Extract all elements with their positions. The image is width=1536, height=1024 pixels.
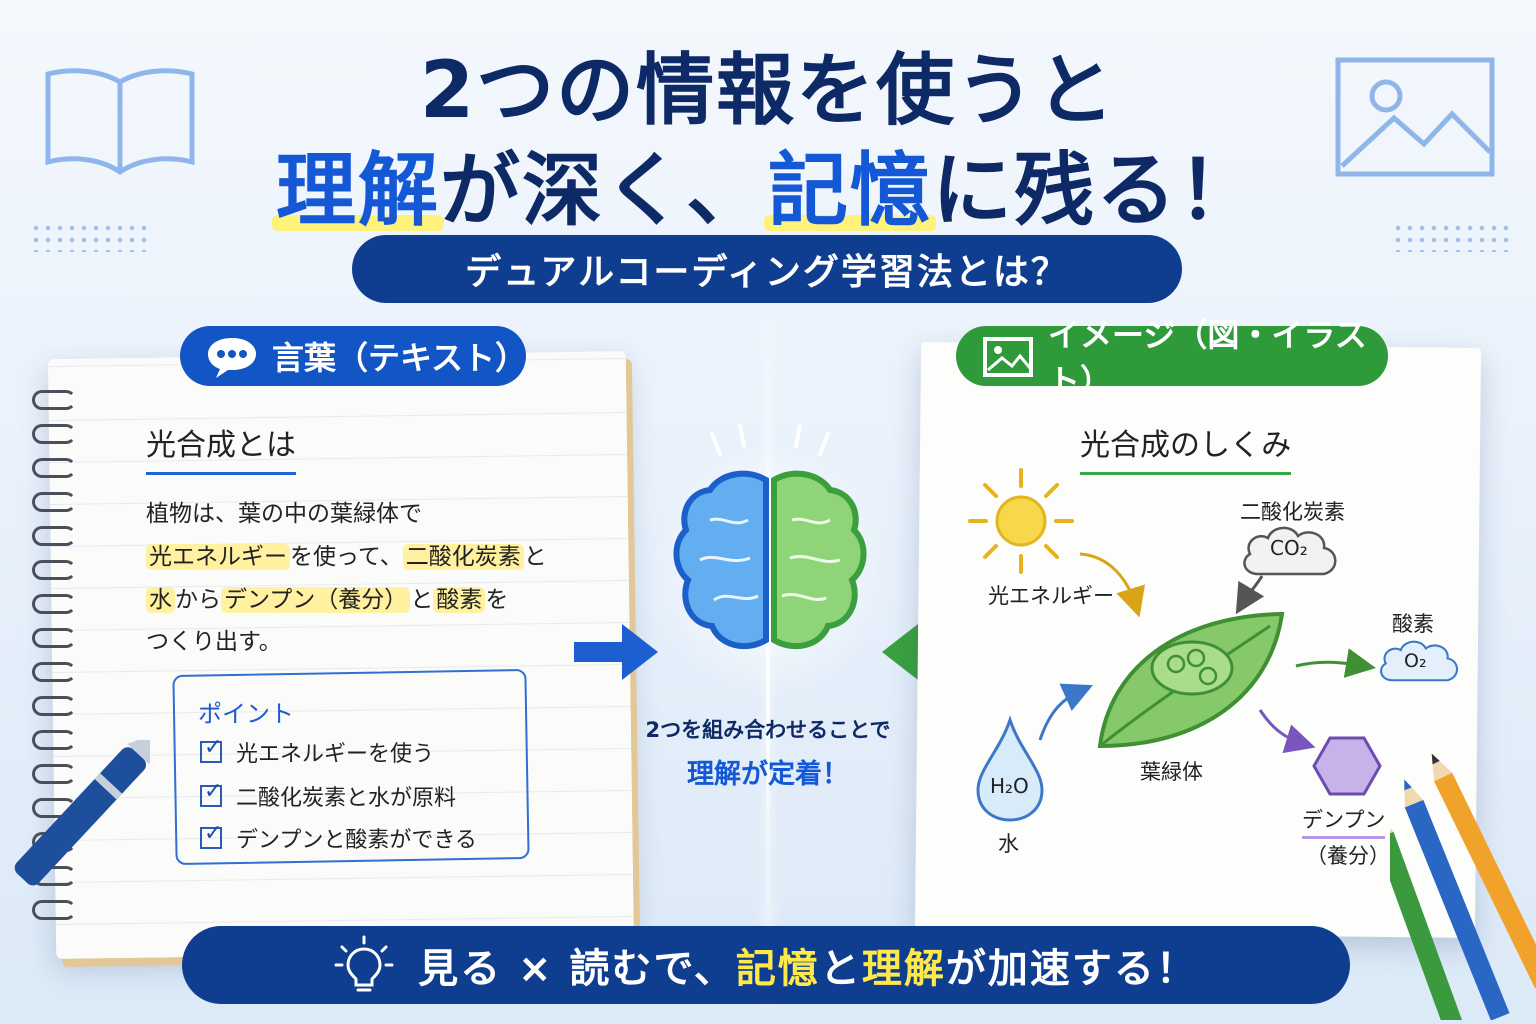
cloud-icon [1243,526,1337,576]
picture-icon [983,337,1033,377]
water-formula: H₂O [990,774,1029,798]
point-item: 光エネルギーを使う [200,735,435,768]
subtitle-banner: デュアルコーディング学習法とは？ [352,235,1182,303]
bottom-text-3: が加速する！ [945,946,1198,992]
text-frag: を使って、 [290,544,403,570]
notebook-spiral [32,380,76,940]
hexagon-icon [1312,736,1382,796]
center-caption: 2つを組み合わせることで [645,718,891,742]
text-line-4: つくり出す。 [146,629,282,655]
sun-icon [968,468,1074,574]
arrow-right-icon [574,624,658,680]
diagram-heading: 光合成のしくみ [1080,420,1292,475]
hl-starch: デンプン（養分） [221,587,411,613]
bottom-banner: 見る × 読むで、 記憶 と 理解 が加速する！ [182,926,1350,1004]
title-highlight-understanding: 理解 [276,144,440,237]
text-line-2: 光エネルギーを使って、二酸化炭素と [146,537,547,571]
chat-icon [208,338,256,378]
text-line-1: 植物は、葉の中の葉緑体で [146,501,422,527]
label-chloroplast: 葉緑体 [1140,760,1203,784]
checkbox-icon [200,779,222,807]
hl-oxygen: 酸素 [433,587,486,613]
point-item: デンプンと酸素ができる [200,821,477,854]
title-end: に残る！ [932,144,1260,237]
bottom-highlight-memory: 記憶 [735,946,820,992]
leaf-icon [1097,611,1285,749]
image-badge-label: イメージ（図・イラスト） [1048,316,1367,400]
text-line-3: 水からデンプン（養分）と酸素を [146,580,508,614]
checkbox-icon [200,735,222,763]
point-text: 二酸化炭素と水が原料 [236,786,457,811]
cloud-icon [1380,640,1459,682]
label-co2: 二酸化炭素 [1240,500,1345,524]
o2-formula: O₂ [1404,650,1427,672]
label-oxygen: 酸素 [1392,612,1434,636]
center-caption-emphasis: 理解が定着！ [687,759,849,790]
text-frag: と [523,544,547,570]
text-badge-label: 言葉（テキスト） [272,339,528,377]
water-drop-icon [976,715,1044,822]
decor-dots-left [30,222,150,252]
pen-icon [14,740,150,886]
bottom-text-1: 見る × 読むで、 [418,946,736,992]
co2-formula: CO₂ [1270,536,1308,560]
lightbulb-icon [334,935,394,992]
pencil-icon [1390,753,1536,1020]
brain-icon [652,424,888,700]
label-water: 水 [998,832,1019,856]
bottom-highlight-understanding: 理解 [861,946,946,992]
point-item: 二酸化炭素と水が原料 [200,779,457,812]
book-icon [45,68,195,176]
label-light-energy: 光エネルギー [988,584,1114,608]
title-line-2: 理解が深く、記憶に残る！ [0,126,1536,242]
label-starch: デンプン [1302,804,1386,839]
hl-co2: 二酸化炭素 [402,544,524,570]
image-icon [1335,57,1495,177]
bottom-text-2: と [819,946,862,992]
decor-dots-right [1392,222,1512,252]
hl-water: 水 [146,587,175,613]
label-starch-sub: （養分） [1306,844,1390,868]
diagram-arrows [1038,552,1376,754]
text-frag: と [410,587,434,613]
point-text: 光エネルギーを使う [236,742,435,767]
text-frag: を [485,587,509,613]
text-frag: から [175,587,221,613]
title-line-1: 2つの情報を使うと [419,46,1117,136]
hl-light-energy: 光エネルギー [146,544,290,570]
point-text: デンプンと酸素ができる [236,828,477,853]
title-mid: が深く、 [440,144,768,237]
point-title: ポイント [198,700,294,728]
title-highlight-memory: 記憶 [768,144,932,237]
checkbox-icon [200,821,222,849]
text-heading: 光合成とは [146,420,296,475]
